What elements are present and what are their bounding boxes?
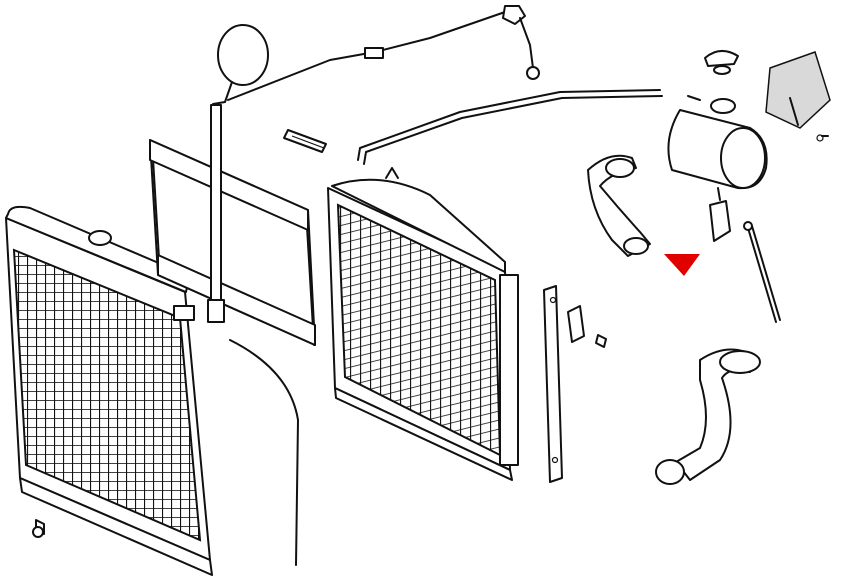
- level-rod: [743, 221, 781, 323]
- mounting-strap: [543, 285, 607, 483]
- tank-filler-neck: [710, 98, 736, 114]
- expansion-tank: [667, 50, 768, 201]
- strap-bolt: [595, 334, 607, 348]
- upper-radiator-hose: [587, 154, 651, 257]
- tank-strap: [687, 95, 701, 101]
- upper-hose-end-top: [605, 158, 635, 178]
- cable-clip: [364, 47, 384, 59]
- front-radiator-core: [12, 248, 202, 542]
- shroud-bottom-rail: [157, 254, 316, 346]
- support-rod: [210, 104, 222, 321]
- short-hose: [709, 200, 731, 242]
- front-radiator-bracket: [173, 305, 195, 321]
- heat-shield-bracket: [765, 51, 831, 142]
- tank-end-cap: [720, 127, 766, 189]
- front-radiator: [5, 205, 213, 576]
- drain-washer: [32, 526, 44, 538]
- sender-probe-lead: [519, 17, 534, 69]
- upper-hose-end-bottom: [623, 237, 649, 255]
- lower-hose-end-bottom: [655, 459, 685, 485]
- gauge-coil-loop: [217, 24, 269, 86]
- tank-pressure-cap: [704, 50, 739, 67]
- support-rod-foot: [207, 299, 225, 323]
- highlight-marker: [664, 254, 700, 276]
- rear-radiator-top-tank: [331, 178, 506, 273]
- radiator-shroud-frame: [149, 139, 316, 346]
- support-rod-assembly: [207, 5, 540, 566]
- expansion-pipe: [357, 89, 663, 165]
- rear-radiator-side-channel: [499, 274, 519, 466]
- retaining-clip: [283, 129, 327, 153]
- rear-radiator: [327, 167, 519, 481]
- overflow-tube: [229, 339, 299, 566]
- front-radiator-filler-neck: [88, 230, 112, 246]
- strap-bracket: [567, 305, 585, 343]
- lower-hose-end-top: [719, 350, 761, 374]
- sender-bulb: [526, 66, 540, 80]
- rear-radiator-bottom-tank: [334, 387, 513, 481]
- rear-radiator-hook: [385, 167, 399, 179]
- gauge-lead: [212, 81, 233, 105]
- front-radiator-bottom-tank: [19, 477, 213, 576]
- lower-radiator-hose: [655, 348, 761, 485]
- shroud-top-rail: [149, 139, 309, 231]
